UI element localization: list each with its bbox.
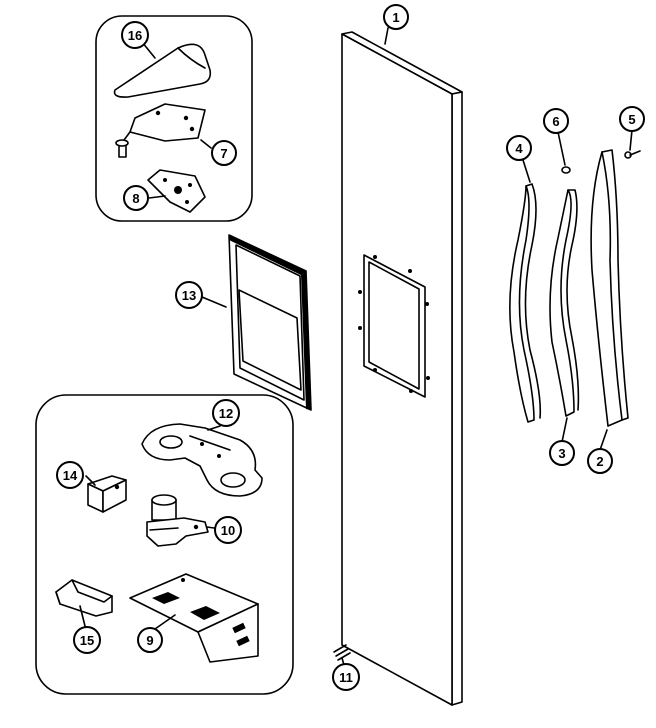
callout-12: 12: [212, 399, 240, 427]
svg-text:7: 7: [220, 146, 227, 161]
door-handle: [509, 183, 542, 423]
svg-text:13: 13: [182, 288, 196, 303]
hinge-pin-assembly: [146, 494, 209, 547]
callout-15: 15: [73, 626, 101, 654]
plug-button: [561, 166, 571, 174]
door-panel: [341, 31, 463, 706]
callout-4: 4: [506, 135, 532, 161]
bottom-hinge-bracket: [141, 423, 263, 497]
callout-16: 16: [121, 21, 149, 49]
svg-text:14: 14: [63, 468, 78, 483]
top-hinge: [115, 103, 206, 158]
hinge-shim: [147, 169, 206, 213]
callout-5: 5: [619, 106, 645, 132]
callout-14: 14: [56, 461, 84, 489]
svg-text:15: 15: [80, 633, 94, 648]
svg-text:9: 9: [146, 633, 153, 648]
hinge-bottom-group-box: [35, 394, 294, 695]
svg-text:10: 10: [221, 523, 235, 538]
breaker-strip: [549, 189, 580, 417]
hinge-top-group-box: [95, 15, 253, 222]
callout-1: 1: [383, 4, 409, 30]
hinge-cover: [113, 43, 212, 98]
callout-10: 10: [214, 516, 242, 544]
svg-text:1: 1: [392, 10, 399, 25]
callout-3: 3: [549, 440, 575, 466]
svg-text:11: 11: [339, 670, 353, 685]
svg-text:3: 3: [558, 446, 565, 461]
callout-7: 7: [211, 140, 237, 166]
svg-text:2: 2: [596, 454, 603, 469]
callout-11: 11: [332, 663, 360, 691]
hinge-cover-clip: [55, 579, 113, 617]
screw: [624, 150, 641, 159]
dispenser-frame: [228, 234, 312, 411]
svg-text:5: 5: [628, 112, 635, 127]
callout-9: 9: [137, 627, 163, 653]
svg-text:4: 4: [515, 141, 523, 156]
door-spring: [333, 644, 351, 661]
door-gasket: [590, 149, 629, 427]
svg-text:6: 6: [552, 114, 559, 129]
svg-text:12: 12: [219, 406, 233, 421]
svg-text:16: 16: [128, 28, 142, 43]
hinge-plate: [129, 573, 259, 663]
callout-2: 2: [587, 448, 613, 474]
small-bracket: [87, 475, 127, 513]
callout-6: 6: [543, 108, 569, 134]
leader-lines: [79, 27, 633, 666]
svg-text:8: 8: [132, 191, 139, 206]
callout-8: 8: [123, 185, 149, 211]
callout-13: 13: [175, 281, 203, 309]
